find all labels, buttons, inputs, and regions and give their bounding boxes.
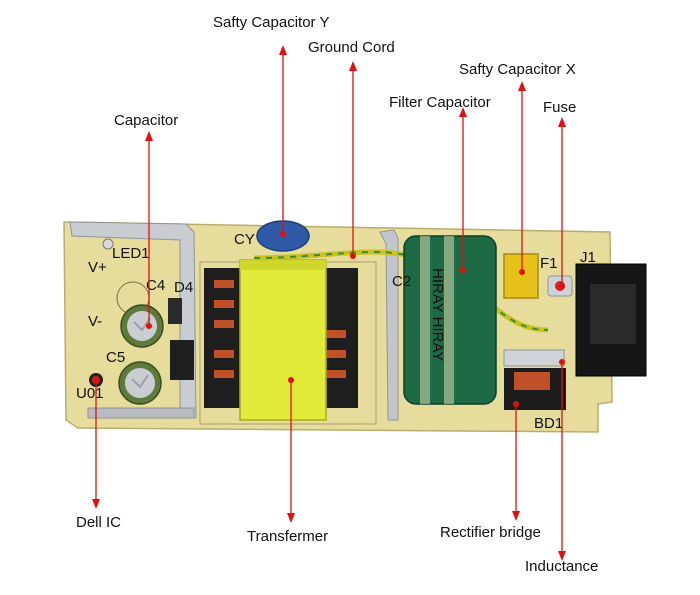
silk-bd1: BD1	[534, 415, 563, 432]
silk-f1: F1	[540, 255, 558, 272]
label-transformer: Transfermer	[247, 528, 328, 545]
capacitor-c5	[118, 361, 162, 405]
arrow-anchor-dots	[93, 231, 565, 407]
silk-u01: U01	[76, 385, 104, 402]
label-safety-capacitor-y: Safty Capacitor Y	[213, 14, 329, 31]
connector-face	[590, 284, 636, 344]
label-dell-ic: Dell IC	[76, 514, 121, 531]
label-ground-cord: Ground Cord	[308, 39, 395, 56]
label-safety-capacitor-x: Safty Capacitor X	[459, 61, 576, 78]
label-rectifier-bridge: Rectifier bridge	[440, 524, 541, 541]
silk-c4: C4	[146, 277, 165, 294]
silk-j1: J1	[580, 249, 596, 266]
silk-c2: C2	[392, 273, 411, 290]
label-capacitor: Capacitor	[114, 112, 178, 129]
safety-capacitor-x	[503, 253, 539, 299]
silk-vminus: V-	[88, 313, 102, 330]
left-heatsink-foot	[87, 407, 195, 419]
middle-heatsink	[379, 229, 399, 421]
label-fuse: Fuse	[543, 99, 576, 116]
silk-vplus: V+	[88, 259, 107, 276]
rectifier-heatsink	[503, 349, 565, 367]
silk-c5: C5	[106, 349, 125, 366]
capacitor-c4	[120, 304, 164, 348]
label-filter-capacitor: Filter Capacitor	[389, 94, 491, 111]
filter-capacitor	[403, 235, 497, 405]
led	[102, 238, 114, 250]
filter-capacitor-print: HIRAY HIRAY	[429, 268, 446, 361]
silk-led: LED1	[112, 245, 150, 262]
mosfet	[170, 340, 194, 380]
label-inductance: Inductance	[525, 558, 598, 575]
silk-d4: D4	[174, 279, 193, 296]
inductance-coil	[514, 372, 550, 390]
transformer	[204, 259, 358, 421]
silk-cy: CY	[234, 231, 255, 248]
diode-d4	[168, 298, 182, 324]
